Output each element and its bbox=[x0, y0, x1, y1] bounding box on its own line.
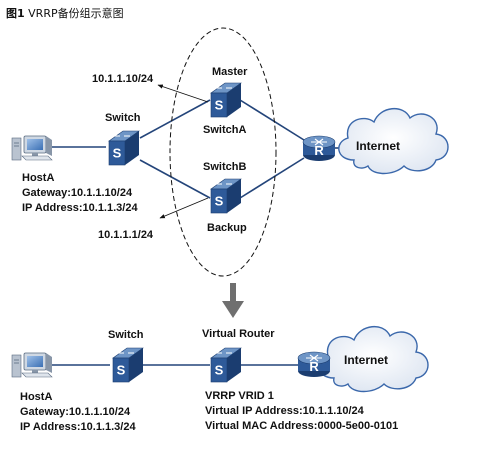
switch-label-bottom: Switch bbox=[108, 329, 144, 341]
internet-label-bottom: Internet bbox=[344, 353, 388, 367]
switcha-ip-label: 10.1.1.10/24 bbox=[92, 73, 154, 85]
hosta-ip-label: IP Address:10.1.1.3/24 bbox=[22, 202, 138, 214]
router-icon-bottom bbox=[297, 351, 331, 378]
switcha-label: SwitchA bbox=[203, 124, 246, 136]
switch-label: Switch bbox=[105, 112, 141, 124]
top-links bbox=[52, 99, 342, 199]
internet-label: Internet bbox=[356, 139, 400, 153]
hosta-label: HostA bbox=[22, 172, 54, 184]
hosta-gateway-label-bottom: Gateway:10.1.1.10/24 bbox=[20, 406, 131, 418]
hosta-label-bottom: HostA bbox=[20, 391, 52, 403]
down-arrow-icon bbox=[222, 283, 244, 318]
switchb-ip-label: 10.1.1.1/24 bbox=[98, 229, 154, 241]
hosta-gateway-label: Gateway:10.1.1.10/24 bbox=[22, 187, 133, 199]
switch-icon-bottom bbox=[112, 347, 144, 383]
hosta-pc-icon bbox=[11, 135, 53, 161]
virtual-router-switch-icon bbox=[210, 347, 242, 383]
hosta-ip-label-bottom: IP Address:10.1.1.3/24 bbox=[20, 421, 136, 433]
figure-title: 图1 VRRP备份组示意图 bbox=[6, 5, 124, 21]
virtual-router-label: Virtual Router bbox=[202, 328, 275, 340]
link-switch-switcha bbox=[139, 99, 211, 139]
switcha-icon bbox=[210, 82, 242, 118]
hosta-pc-icon-bottom bbox=[11, 352, 53, 378]
switchb-label: SwitchB bbox=[203, 161, 246, 173]
arrow-switcha-ip bbox=[157, 84, 209, 103]
virtual-mac-label: Virtual MAC Address:0000-5e00-0101 bbox=[205, 420, 398, 432]
master-label: Master bbox=[212, 66, 248, 78]
vrrp-vrid-label: VRRP VRID 1 bbox=[205, 390, 274, 402]
link-switch-switchb bbox=[139, 159, 211, 199]
switchb-icon bbox=[210, 178, 242, 214]
switch-icon bbox=[108, 130, 140, 166]
router-icon bbox=[302, 135, 336, 162]
figure-number: 图1 bbox=[6, 7, 25, 20]
figure-caption: VRRP备份组示意图 bbox=[28, 7, 124, 20]
vrrp-group-boundary bbox=[169, 27, 277, 277]
arrow-switchb-ip bbox=[159, 197, 209, 219]
backup-label: Backup bbox=[207, 222, 247, 234]
virtual-ip-label: Virtual IP Address:10.1.1.10/24 bbox=[205, 405, 365, 417]
link-switchb-router bbox=[239, 157, 305, 199]
link-switcha-router bbox=[239, 99, 305, 141]
